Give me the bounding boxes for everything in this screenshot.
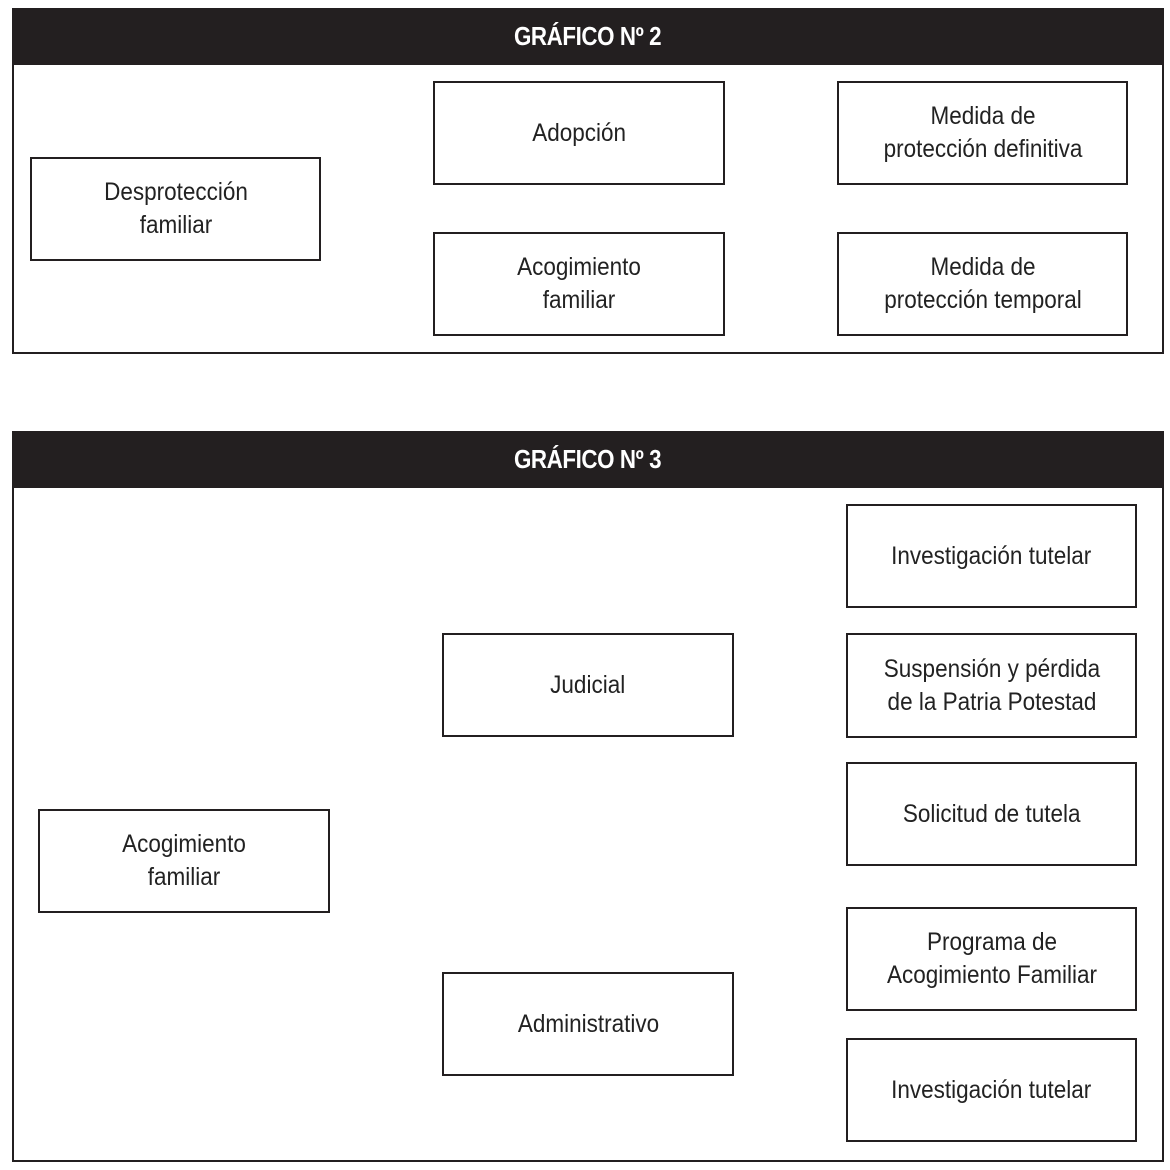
node-solicitud-tutela: Solicitud de tutela xyxy=(846,762,1137,866)
node-judicial: Judicial xyxy=(442,633,734,737)
grafico-3-title: GRÁFICO Nº 3 xyxy=(12,431,1164,488)
node-adopcion: Adopción xyxy=(433,81,725,185)
node-medida-temporal: Medida de protección temporal xyxy=(837,232,1128,336)
node-investigacion-tutelar-administrativo: Investigación tutelar xyxy=(846,1038,1137,1142)
node-desproteccion-familiar: Desprotección familiar xyxy=(30,157,321,261)
grafico-2-title: GRÁFICO Nº 2 xyxy=(12,8,1164,65)
node-investigacion-tutelar-judicial: Investigación tutelar xyxy=(846,504,1137,608)
node-suspension-patria-potestad: Suspensión y pérdida de la Patria Potest… xyxy=(846,633,1137,738)
node-medida-definitiva: Medida de protección definitiva xyxy=(837,81,1128,185)
node-administrativo: Administrativo xyxy=(442,972,734,1076)
node-acogimiento-familiar-root: Acogimiento familiar xyxy=(38,809,330,913)
node-programa-acogimiento: Programa de Acogimiento Familiar xyxy=(846,907,1137,1011)
node-acogimiento-familiar: Acogimiento familiar xyxy=(433,232,725,336)
